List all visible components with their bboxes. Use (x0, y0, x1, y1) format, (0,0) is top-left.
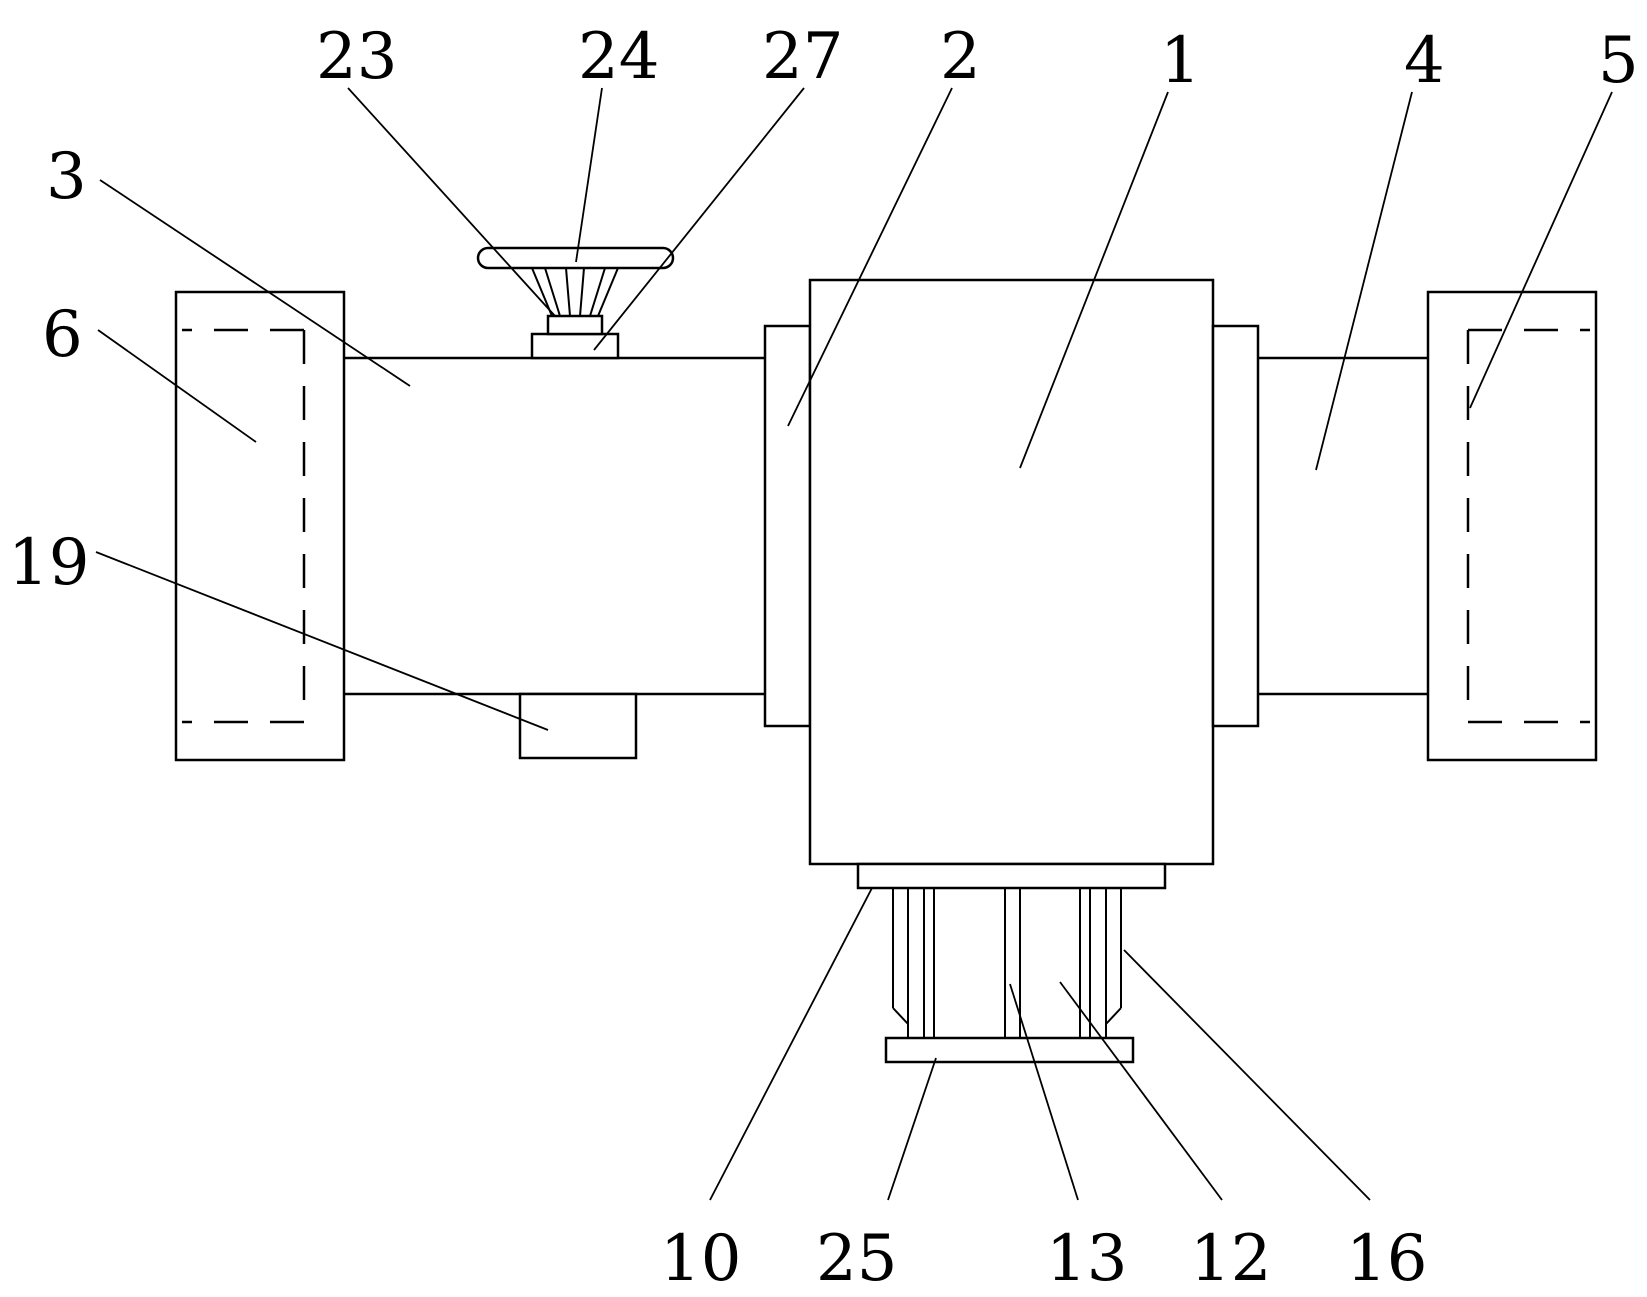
fitting-base (530, 332, 620, 360)
fitting-neck (546, 314, 604, 336)
leader-10 (709, 887, 873, 1201)
lower-base-plate (884, 1036, 1135, 1064)
upper-mount-plate (856, 862, 1167, 890)
leader-1 (1019, 91, 1169, 469)
handwheel-rim (476, 246, 675, 270)
main-housing (808, 278, 1215, 866)
left-pipe (344, 356, 765, 696)
callout-4: 4 (1404, 24, 1445, 98)
leader-lines (95, 87, 1613, 1201)
leader-12 (1059, 981, 1223, 1201)
leader-25 (887, 1057, 937, 1201)
callout-23: 23 (316, 20, 397, 94)
right-pipe (1258, 356, 1428, 696)
leader-2 (787, 87, 953, 427)
callout-13: 13 (1046, 1222, 1127, 1296)
right-end-block (1426, 290, 1598, 762)
callout-5: 5 (1598, 24, 1639, 98)
leader-24 (575, 87, 603, 263)
leader-27 (593, 87, 805, 351)
callout-12: 12 (1190, 1222, 1271, 1296)
right-flange (1211, 324, 1260, 728)
leader-19 (95, 551, 549, 731)
callout-25: 25 (816, 1222, 897, 1296)
left-flange (763, 324, 812, 728)
left-end-block (174, 290, 346, 762)
leader-5 (1469, 91, 1613, 409)
callout-6: 6 (42, 298, 83, 372)
callout-2: 2 (940, 20, 981, 94)
bottom-assembly (856, 862, 1167, 1064)
leader-6 (97, 329, 257, 443)
callout-10: 10 (660, 1222, 741, 1296)
callout-24: 24 (578, 20, 659, 94)
callout-16: 16 (1346, 1222, 1427, 1296)
handwheel-spokes (531, 267, 619, 317)
callout-labels: 23 24 27 2 1 4 5 3 6 19 10 25 13 12 16 (8, 20, 1639, 1296)
callout-3: 3 (46, 140, 87, 214)
support-rods (892, 888, 1122, 1038)
leader-4 (1315, 91, 1413, 471)
callout-19: 19 (8, 526, 89, 600)
callout-27: 27 (762, 20, 843, 94)
callout-1: 1 (1160, 24, 1201, 98)
leader-3 (99, 179, 411, 387)
leader-13 (1009, 983, 1079, 1201)
leader-16 (1123, 949, 1371, 1201)
leader-23 (347, 87, 556, 317)
